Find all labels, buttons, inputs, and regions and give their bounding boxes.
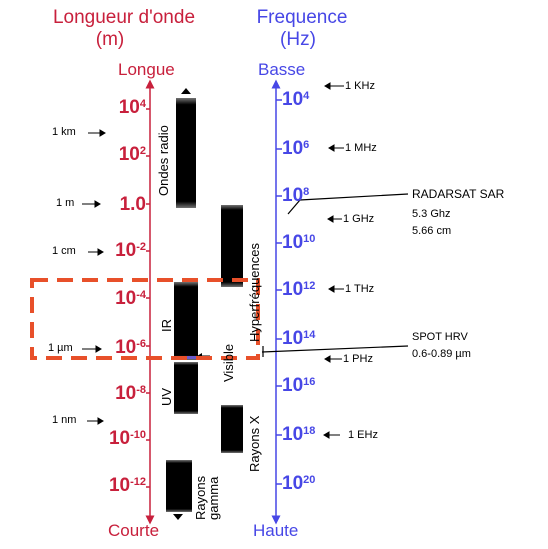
frequency-tick-label: 1014	[282, 328, 316, 349]
frequency-tick-label: 106	[282, 138, 310, 159]
frequency-tick-label: 1018	[282, 424, 316, 445]
frequency-unit: (Hz)	[280, 29, 316, 50]
wavelength-tick-label: 10-6	[115, 337, 146, 358]
band-label-microwave: Hyperfréquences	[247, 243, 262, 342]
band-label-ir: IR	[159, 319, 174, 332]
frequency-note-1ehz: 1 EHz	[348, 429, 378, 441]
wavelength-tick-label: 104	[118, 97, 146, 118]
wavelength-bottom-label: Courte	[108, 521, 160, 540]
frequency-tick-label: 1016	[282, 375, 316, 396]
frequency-note-1phz: 1 PHz	[343, 353, 373, 365]
wavelength-note-arrows	[82, 129, 106, 425]
frequency-title: Frequence	[256, 7, 348, 28]
frequency-note-arrows	[323, 82, 344, 439]
frequency-bottom-label: Haute	[253, 521, 299, 540]
wavelength-tick-label: 10-4	[115, 288, 146, 309]
wavelength-note-1m: 1 m	[56, 197, 75, 209]
band-microwave	[221, 205, 243, 287]
wavelength-ticks	[146, 108, 150, 488]
frequency-tick-label: 1012	[282, 279, 316, 300]
spot-leader	[261, 345, 409, 353]
spot-range: 0.6-0.89 µm	[412, 348, 471, 360]
wavelength-note-1um: 1 µm	[48, 342, 73, 354]
band-gamma-bottom-arrow	[173, 514, 183, 520]
band-ir	[174, 282, 198, 360]
highlight-box	[30, 278, 260, 360]
band-radio	[176, 98, 196, 208]
wavelength-tick-label: 102	[118, 144, 146, 165]
wavelength-tick-label: 10-10	[108, 428, 146, 449]
wavelength-tick-label: 10-8	[115, 383, 146, 404]
band-radio-top-arrow	[181, 88, 191, 94]
band-label-radio: Ondes radio	[156, 125, 171, 196]
frequency-note-1khz: 1 KHz	[345, 80, 375, 92]
wavelength-top-label: Longue	[118, 60, 175, 79]
frequency-ticks	[276, 99, 282, 485]
frequency-tick-label: 104	[282, 89, 310, 110]
radarsat-title: RADARSAT SAR	[412, 187, 505, 201]
frequency-tick-label: 108	[282, 185, 310, 206]
frequency-tick-label: 1020	[282, 473, 316, 494]
band-label-gamma: Rayons gamma	[193, 475, 221, 520]
frequency-tick-label: 1010	[282, 232, 316, 253]
frequency-note-1thz: 1 THz	[345, 283, 375, 295]
wavelength-note-1km: 1 km	[52, 126, 76, 138]
radarsat-leader	[287, 193, 409, 215]
frequency-note-1ghz: 1 GHz	[343, 213, 375, 225]
band-xray	[221, 405, 243, 453]
wavelength-tick-label: 1.0	[119, 194, 146, 215]
band-label-visible: Visible	[221, 343, 236, 382]
frequency-top-label: Basse	[258, 60, 306, 79]
band-label-uv: UV	[159, 387, 174, 406]
wavelength-note-1cm: 1 cm	[52, 245, 76, 257]
band-label-xray: Rayons X	[247, 415, 262, 472]
wavelength-tick-label: 10-2	[115, 240, 146, 261]
wavelength-title: Longueur d'onde	[52, 7, 196, 28]
band-uv	[174, 362, 198, 414]
wavelength-note-1nm: 1 nm	[52, 414, 77, 426]
wavelength-unit: (m)	[95, 29, 125, 50]
frequency-note-1mhz: 1 MHz	[345, 142, 377, 154]
wavelength-tick-label: 10-12	[108, 475, 146, 496]
band-gamma	[166, 460, 192, 512]
radarsat-wavelength: 5.66 cm	[412, 225, 452, 237]
radarsat-frequency: 5.3 Ghz	[412, 208, 451, 220]
spot-title: SPOT HRV	[412, 331, 468, 343]
